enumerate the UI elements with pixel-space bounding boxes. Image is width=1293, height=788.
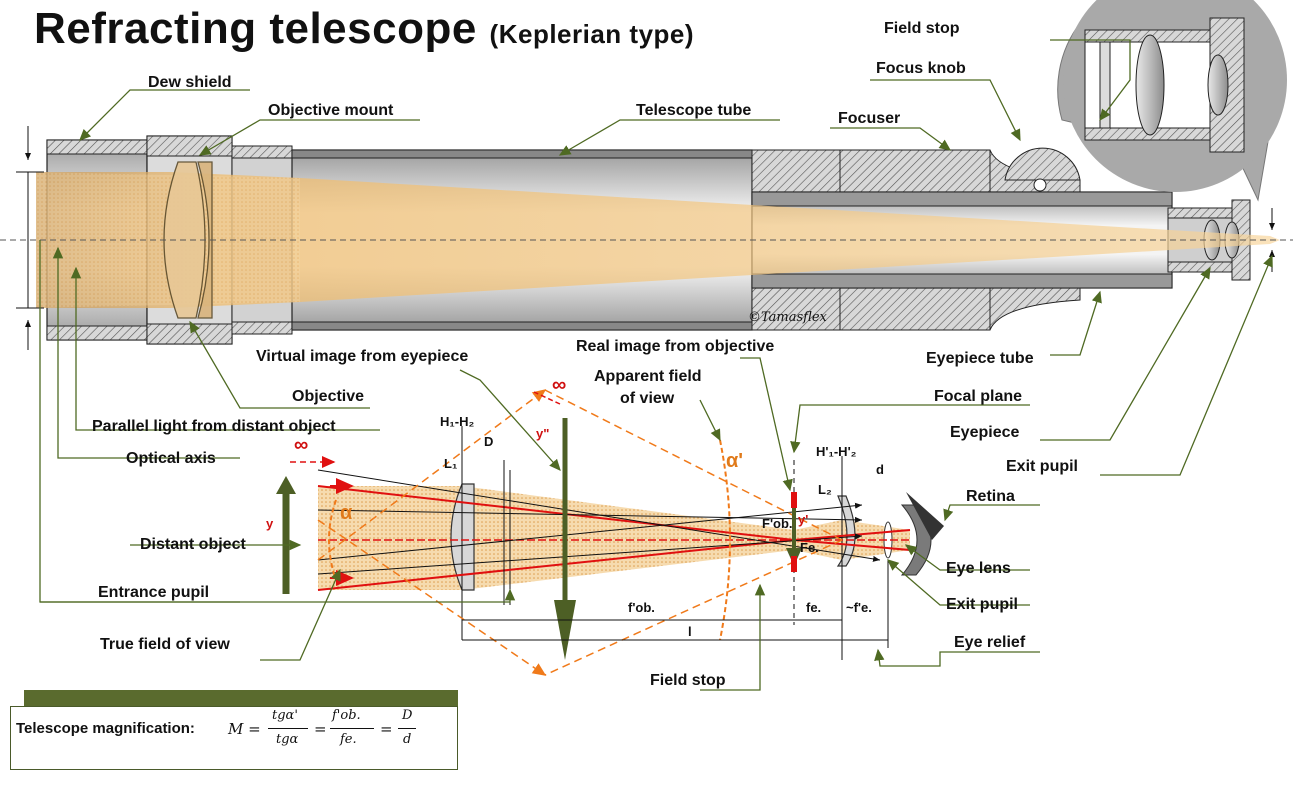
symbol-alpha-prime: α' bbox=[726, 450, 744, 472]
label-eye-relief: Eye relief bbox=[954, 634, 1026, 651]
label-focus-knob: Focus knob bbox=[876, 60, 966, 77]
symbol-y-double-prime: y" bbox=[536, 426, 550, 441]
label-objective: Objective bbox=[292, 388, 365, 405]
formula-den3: d bbox=[403, 732, 412, 747]
label-retina: Retina bbox=[966, 488, 1015, 505]
symbol-F-ob: F'ob. bbox=[762, 516, 793, 531]
formula-frac-bar-2 bbox=[330, 728, 374, 729]
symbol-alpha: α bbox=[340, 502, 353, 524]
label-focuser: Focuser bbox=[838, 110, 901, 127]
label-apparent-fov-2: of view bbox=[620, 390, 675, 407]
symbol-f-e: fe. bbox=[806, 600, 822, 615]
symbol-d: d bbox=[876, 462, 884, 477]
label-real-image: Real image from objective bbox=[576, 338, 775, 355]
label-objective-mount: Objective mount bbox=[268, 102, 394, 119]
label-field-stop-bottom: Field stop bbox=[650, 672, 726, 689]
formula-num3: D bbox=[402, 708, 413, 723]
symbol-L1: L₁ bbox=[444, 456, 458, 471]
formula-box bbox=[10, 706, 458, 770]
label-optical-axis: Optical axis bbox=[126, 450, 216, 467]
label-dew-shield: Dew shield bbox=[148, 74, 232, 91]
page-title: Refracting telescope (Keplerian type) bbox=[34, 4, 694, 54]
label-field-stop-top: Field stop bbox=[884, 20, 960, 37]
label-focal-plane: Focal plane bbox=[934, 388, 1023, 405]
label-exit-pupil-top: Exit pupil bbox=[1006, 458, 1078, 475]
formula-label: Telescope magnification: bbox=[16, 720, 195, 737]
label-virtual-image: Virtual image from eyepiece bbox=[256, 348, 469, 365]
symbol-h1h2: H₁-H₂ bbox=[440, 414, 475, 429]
formula-num2: f'ob. bbox=[332, 708, 361, 723]
credit-text: ©Tamasflex bbox=[748, 310, 827, 325]
label-eyepiece: Eyepiece bbox=[950, 424, 1020, 441]
symbol-f-e-prime: ~f'e. bbox=[846, 600, 872, 615]
formula-den1: tgα bbox=[276, 732, 299, 747]
title-main: Refracting telescope bbox=[34, 4, 477, 53]
label-eye-lens: Eye lens bbox=[946, 560, 1011, 577]
symbol-infinity-left: ∞ bbox=[294, 434, 309, 456]
formula-M: M = bbox=[228, 720, 261, 738]
title-sub: (Keplerian type) bbox=[489, 19, 695, 49]
formula-frac-bar-1 bbox=[268, 728, 308, 729]
symbol-h1h2-prime: H'₁-H'₂ bbox=[816, 444, 857, 459]
symbol-infinity-top: ∞ bbox=[552, 374, 567, 396]
label-parallel-light: Parallel light from distant object bbox=[92, 418, 336, 435]
label-eyepiece-tube: Eyepiece tube bbox=[926, 350, 1034, 367]
symbol-l: l bbox=[688, 624, 692, 639]
label-telescope-tube: Telescope tube bbox=[636, 102, 752, 119]
symbol-L2: L₂ bbox=[818, 482, 832, 497]
symbol-f-ob: f'ob. bbox=[628, 600, 655, 615]
label-true-fov: True field of view bbox=[100, 636, 230, 653]
label-exit-pupil-bottom: Exit pupil bbox=[946, 596, 1018, 613]
formula-frac-bar-3 bbox=[398, 728, 416, 729]
formula-den2: fe. bbox=[340, 732, 357, 747]
symbol-y: y bbox=[266, 516, 274, 531]
label-distant-object: Distant object bbox=[140, 536, 246, 553]
symbol-y-prime: y' bbox=[798, 512, 809, 527]
formula-num1: tgα' bbox=[272, 708, 298, 723]
symbol-F-e: Fe. bbox=[800, 540, 819, 555]
label-apparent-fov-1: Apparent field bbox=[594, 368, 702, 385]
formula-eq1: = bbox=[314, 720, 327, 738]
symbol-D: D bbox=[484, 434, 494, 449]
formula-eq2: = bbox=[380, 720, 393, 738]
label-entrance-pupil: Entrance pupil bbox=[98, 584, 210, 601]
